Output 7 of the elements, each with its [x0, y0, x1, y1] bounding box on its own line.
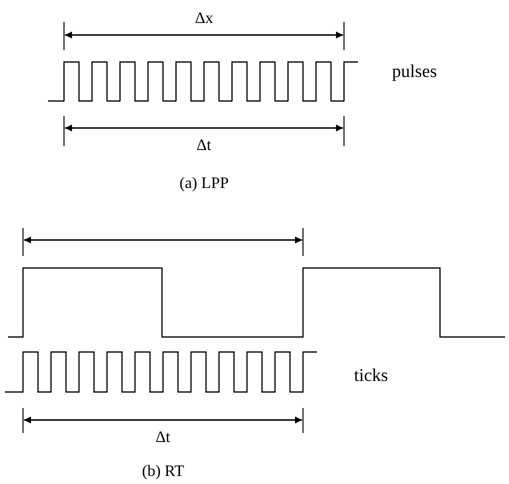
figure-caption: (b) RT: [142, 463, 184, 481]
dimension-label: Δt: [196, 137, 212, 155]
dimension-label: Δx: [195, 10, 214, 28]
signal-label: ticks: [354, 366, 388, 384]
figure-caption: (a) LPP: [180, 175, 229, 193]
dimension-label: Δt: [156, 429, 170, 447]
signal-label: pulses: [392, 62, 437, 80]
